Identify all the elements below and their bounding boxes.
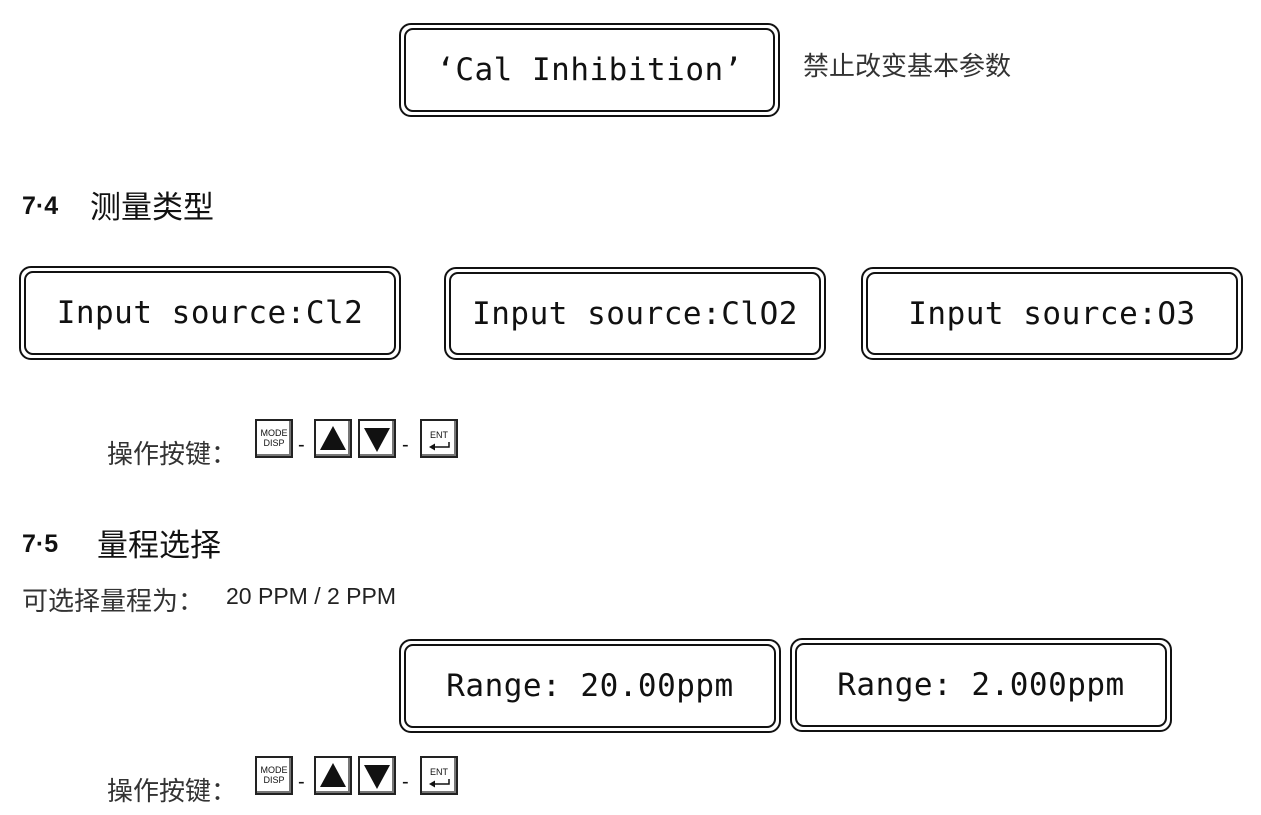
input-source-cl2-text: Input source:Cl2: [56, 295, 364, 331]
section-7-4-title: 测量类型: [90, 190, 214, 226]
ent-key: ENT: [420, 419, 458, 458]
section-7-5-title: 量程选择: [97, 528, 221, 564]
input-source-o3-text: Input source:O3: [908, 295, 1196, 332]
down-triangle-icon: [364, 427, 390, 452]
range-20ppm-text: Range: 20.00ppm: [446, 668, 734, 704]
range-2ppm-text: Range: 2.000ppm: [837, 667, 1125, 703]
down-key: [358, 756, 396, 795]
mode-key-label: MODE: [260, 765, 288, 775]
mode-disp-key: MODE DISP: [255, 419, 293, 458]
input-source-clo2-display: Input source:ClO2: [444, 267, 826, 360]
cal-inhibition-note: 禁止改变基本参数: [803, 52, 1012, 82]
ent-key: ENT: [420, 756, 458, 795]
cal-inhibition-text: ‘Cal Inhibition’: [436, 52, 743, 88]
section-7-5-keys-label: 操作按键：: [107, 777, 238, 807]
key-separator: -: [402, 771, 409, 793]
section-7-5-number: 7·5: [22, 530, 59, 558]
range-values: 20 PPM / 2 PPM: [226, 583, 397, 609]
disp-key-label: DISP: [263, 775, 285, 785]
up-key: [314, 419, 352, 458]
section-7-4-number: 7·4: [22, 192, 59, 220]
up-key: [314, 756, 352, 795]
range-label: 可选择量程为：: [22, 587, 205, 617]
up-triangle-icon: [320, 762, 346, 787]
mode-disp-key: MODE DISP: [255, 756, 293, 795]
key-separator: -: [298, 434, 305, 456]
down-key: [358, 419, 396, 458]
up-triangle-icon: [320, 425, 346, 450]
key-separator: -: [402, 434, 409, 456]
range-20ppm-display: Range: 20.00ppm: [399, 639, 781, 733]
input-source-clo2-text: Input source:ClO2: [472, 295, 798, 332]
disp-key-label: DISP: [263, 438, 285, 448]
enter-arrow-icon: [429, 779, 450, 788]
mode-key-label: MODE: [260, 428, 288, 438]
section-7-4-keys-label: 操作按键：: [107, 440, 238, 470]
ent-key-label: ENT: [430, 767, 448, 777]
key-separator: -: [298, 771, 305, 793]
cal-inhibition-display: ‘Cal Inhibition’: [399, 23, 780, 117]
enter-arrow-icon: [429, 442, 450, 451]
ent-key-label: ENT: [430, 430, 448, 440]
input-source-o3-display: Input source:O3: [861, 267, 1243, 360]
range-2ppm-display: Range: 2.000ppm: [790, 638, 1172, 732]
down-triangle-icon: [364, 764, 390, 789]
input-source-cl2-display: Input source:Cl2: [19, 266, 401, 360]
